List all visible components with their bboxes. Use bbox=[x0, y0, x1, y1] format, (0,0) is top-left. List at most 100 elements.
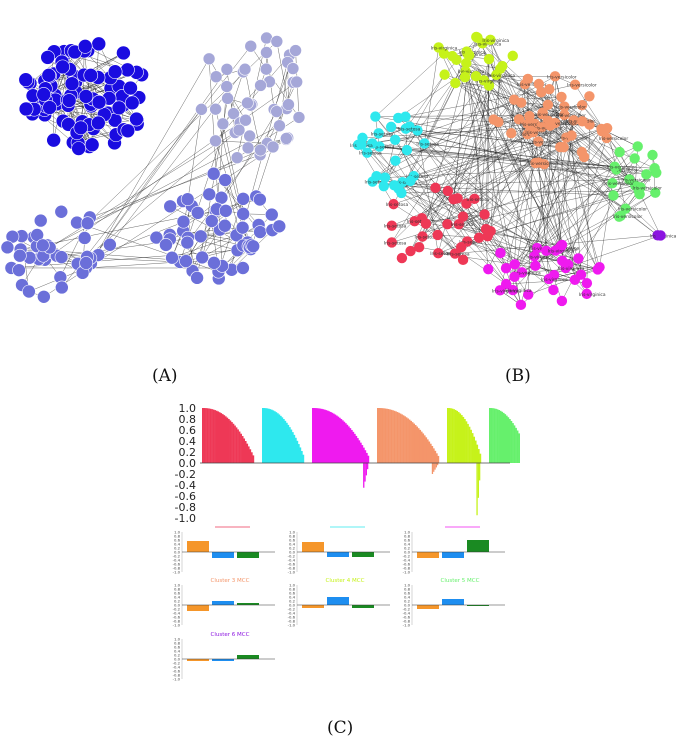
network-node bbox=[91, 115, 106, 131]
mcc-tick-label: 0.6 bbox=[404, 538, 411, 543]
network-node bbox=[202, 187, 217, 202]
network-node bbox=[244, 39, 258, 53]
edge bbox=[395, 160, 456, 254]
network-node bbox=[282, 98, 295, 111]
silhouette-neg-bar bbox=[479, 463, 481, 481]
edge bbox=[567, 137, 607, 265]
silhouette-bar bbox=[249, 449, 252, 463]
network-node bbox=[253, 192, 267, 207]
silhouette-bar bbox=[202, 408, 204, 463]
network-node bbox=[500, 263, 512, 274]
mcc-tick-label: 1.0 bbox=[404, 530, 411, 535]
edge bbox=[458, 146, 638, 225]
edge bbox=[635, 146, 638, 186]
node-label: Iris-virginica bbox=[548, 249, 575, 255]
network-node bbox=[386, 220, 397, 231]
network-node bbox=[469, 193, 480, 205]
silhouette-bar bbox=[246, 443, 249, 463]
edge bbox=[554, 76, 561, 248]
silhouette-bar bbox=[512, 423, 514, 463]
edge bbox=[490, 99, 515, 232]
network-node bbox=[120, 62, 135, 78]
silhouette-bar bbox=[401, 414, 403, 463]
network-node bbox=[195, 250, 209, 265]
mcc-bar bbox=[187, 605, 209, 611]
silhouette-bar bbox=[505, 415, 508, 463]
mcc-tick-label: 1.0 bbox=[174, 530, 181, 535]
edge bbox=[87, 129, 240, 258]
silhouette-bar bbox=[348, 426, 350, 463]
network-node bbox=[641, 169, 652, 180]
edge bbox=[466, 63, 536, 266]
network-node bbox=[578, 151, 590, 163]
network-node bbox=[253, 225, 267, 239]
network-node bbox=[566, 130, 577, 141]
network-node bbox=[389, 134, 401, 146]
silhouette-bar bbox=[509, 419, 511, 463]
silhouette-bar bbox=[212, 409, 215, 463]
network-node bbox=[457, 211, 469, 222]
network-node bbox=[555, 141, 566, 153]
network-node bbox=[180, 192, 195, 207]
network-node bbox=[433, 248, 444, 259]
network-node bbox=[401, 144, 413, 156]
edge bbox=[614, 166, 656, 193]
edge bbox=[76, 222, 219, 272]
mcc-tick-label: 0.4 bbox=[289, 542, 296, 547]
silhouette-bar bbox=[392, 410, 394, 463]
mcc-bar bbox=[212, 659, 234, 661]
edge bbox=[414, 112, 543, 222]
node-label: Iris-versicolor bbox=[632, 185, 662, 191]
mcc-tick-label: -0.2 bbox=[173, 661, 181, 666]
mcc-tick-label: -1.0 bbox=[173, 570, 181, 575]
edge bbox=[61, 46, 251, 288]
silhouette-bar bbox=[377, 408, 379, 463]
edge bbox=[29, 125, 280, 258]
network-node bbox=[390, 155, 401, 166]
mcc-tick-label: 0.0 bbox=[404, 603, 411, 608]
network-node bbox=[523, 289, 534, 300]
silhouette-bar bbox=[383, 408, 385, 463]
silhouette-bar bbox=[265, 408, 267, 463]
silhouette-neg-bar bbox=[434, 463, 436, 470]
network-node bbox=[615, 210, 626, 221]
mcc-bar bbox=[327, 597, 349, 605]
network-node bbox=[497, 60, 508, 72]
network-node bbox=[608, 190, 619, 201]
network-node bbox=[400, 123, 412, 134]
network-node bbox=[41, 68, 57, 83]
network-node bbox=[221, 92, 234, 105]
y-tick-label: 0.4 bbox=[179, 435, 197, 448]
silhouette-bar bbox=[496, 409, 499, 463]
network-node bbox=[116, 45, 131, 61]
mcc-tick-label: 0.0 bbox=[289, 603, 296, 608]
silhouette-bar bbox=[319, 408, 322, 463]
silhouette-bar bbox=[504, 414, 507, 463]
edge bbox=[409, 102, 522, 127]
network-node bbox=[412, 125, 423, 136]
silhouette-bar bbox=[381, 408, 384, 463]
edge bbox=[424, 53, 468, 144]
silhouette-bar bbox=[384, 408, 387, 463]
silhouette-bar bbox=[293, 434, 296, 463]
silhouette-bar bbox=[321, 408, 323, 463]
silhouette-bar bbox=[268, 408, 270, 463]
edge bbox=[87, 139, 287, 224]
silhouette-neg-bar bbox=[477, 463, 479, 498]
mcc-title: Cluster 3 MCC bbox=[211, 578, 250, 584]
silhouette-bar bbox=[228, 419, 230, 463]
silhouette-bar bbox=[252, 455, 255, 463]
network-node bbox=[259, 62, 273, 76]
network-node bbox=[388, 198, 399, 210]
silhouette-neg-bar bbox=[435, 463, 437, 468]
node-label: Iris-versicolor bbox=[608, 167, 638, 173]
silhouette-bar bbox=[471, 433, 474, 463]
network-node bbox=[581, 288, 592, 300]
network-node bbox=[367, 176, 378, 187]
network-node bbox=[266, 140, 280, 154]
network-node bbox=[478, 75, 490, 86]
mcc-tick-label: 0.0 bbox=[289, 550, 296, 555]
network-node bbox=[193, 229, 208, 244]
mcc-bar bbox=[417, 552, 439, 558]
silhouette-bar bbox=[280, 415, 282, 463]
